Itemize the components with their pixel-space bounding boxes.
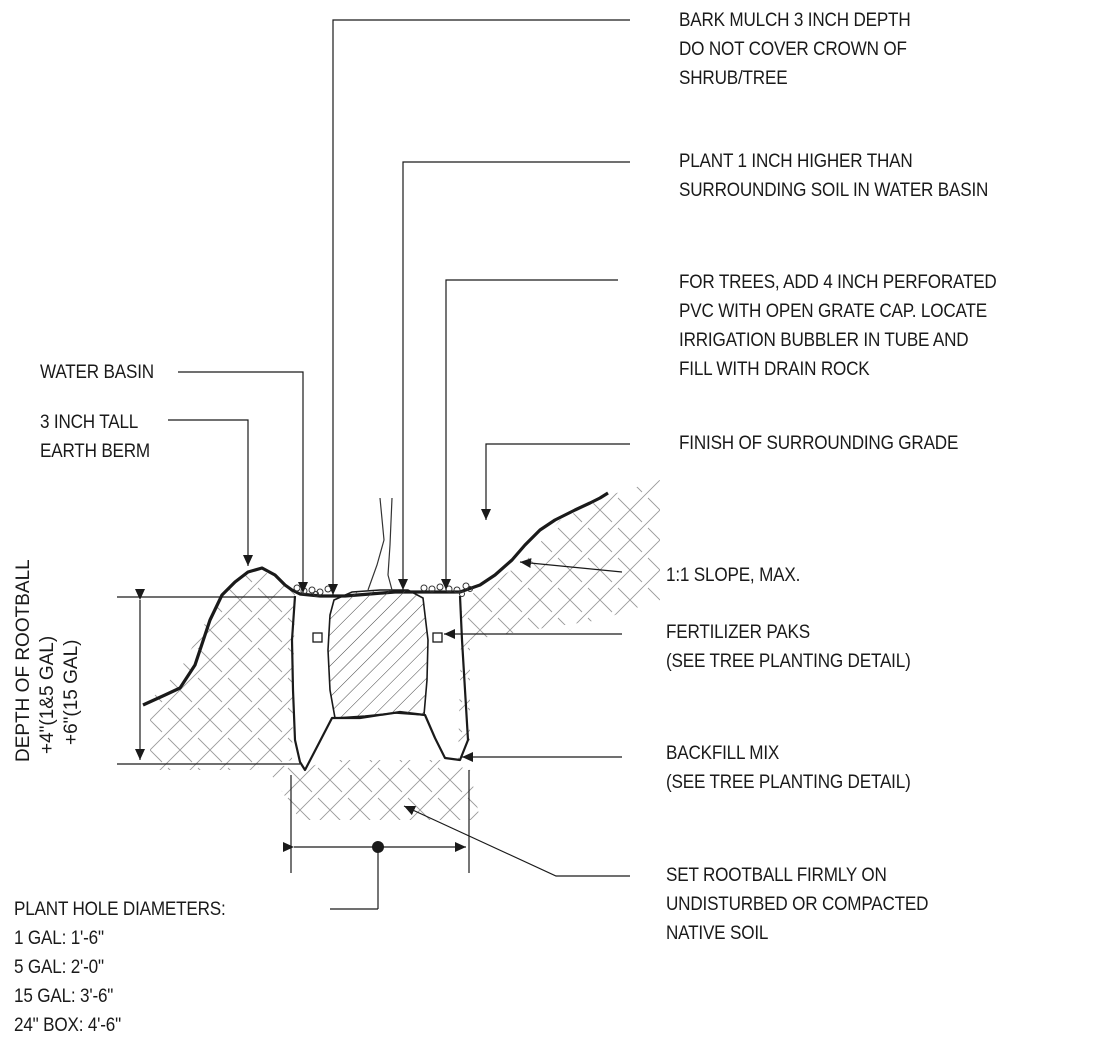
- native-soil-hatch: [150, 480, 660, 820]
- note-fertilizer: FERTILIZER PAKS(SEE TREE PLANTING DETAIL…: [666, 622, 911, 672]
- label-water-basin: WATER BASIN: [40, 362, 154, 383]
- label-depth-of-rootball: DEPTH OF ROOTBALL +4"(1&5 GAL) +6"(15 GA…: [13, 559, 82, 762]
- plant-hole-row: 24" BOX: 4'-6": [14, 1015, 121, 1036]
- fertilizer-pak-right: [432, 632, 443, 643]
- plant-hole-row: 1 GAL: 1'-6": [14, 928, 104, 949]
- plant-hole-row: 15 GAL: 3'-6": [14, 986, 114, 1007]
- rootball: [327, 589, 429, 719]
- width-dimension-dot: [372, 841, 384, 853]
- note-slope: 1:1 SLOPE, MAX.: [666, 565, 801, 586]
- shrub-trunk: [367, 497, 393, 591]
- plant-hole-row: 5 GAL: 2'-0": [14, 957, 104, 978]
- plant-hole-diameters: PLANT HOLE DIAMETERS: 1 GAL: 1'-6" 5 GAL…: [14, 895, 226, 1040]
- depth-dimension: [117, 589, 300, 765]
- leader-lines: [168, 19, 630, 877]
- note-finish-grade: FINISH OF SURROUNDING GRADE: [679, 433, 959, 454]
- note-backfill: BACKFILL MIX(SEE TREE PLANTING DETAIL): [666, 743, 911, 793]
- plant-hole-heading: PLANT HOLE DIAMETERS:: [14, 899, 226, 920]
- fertilizer-pak-left: [312, 632, 323, 643]
